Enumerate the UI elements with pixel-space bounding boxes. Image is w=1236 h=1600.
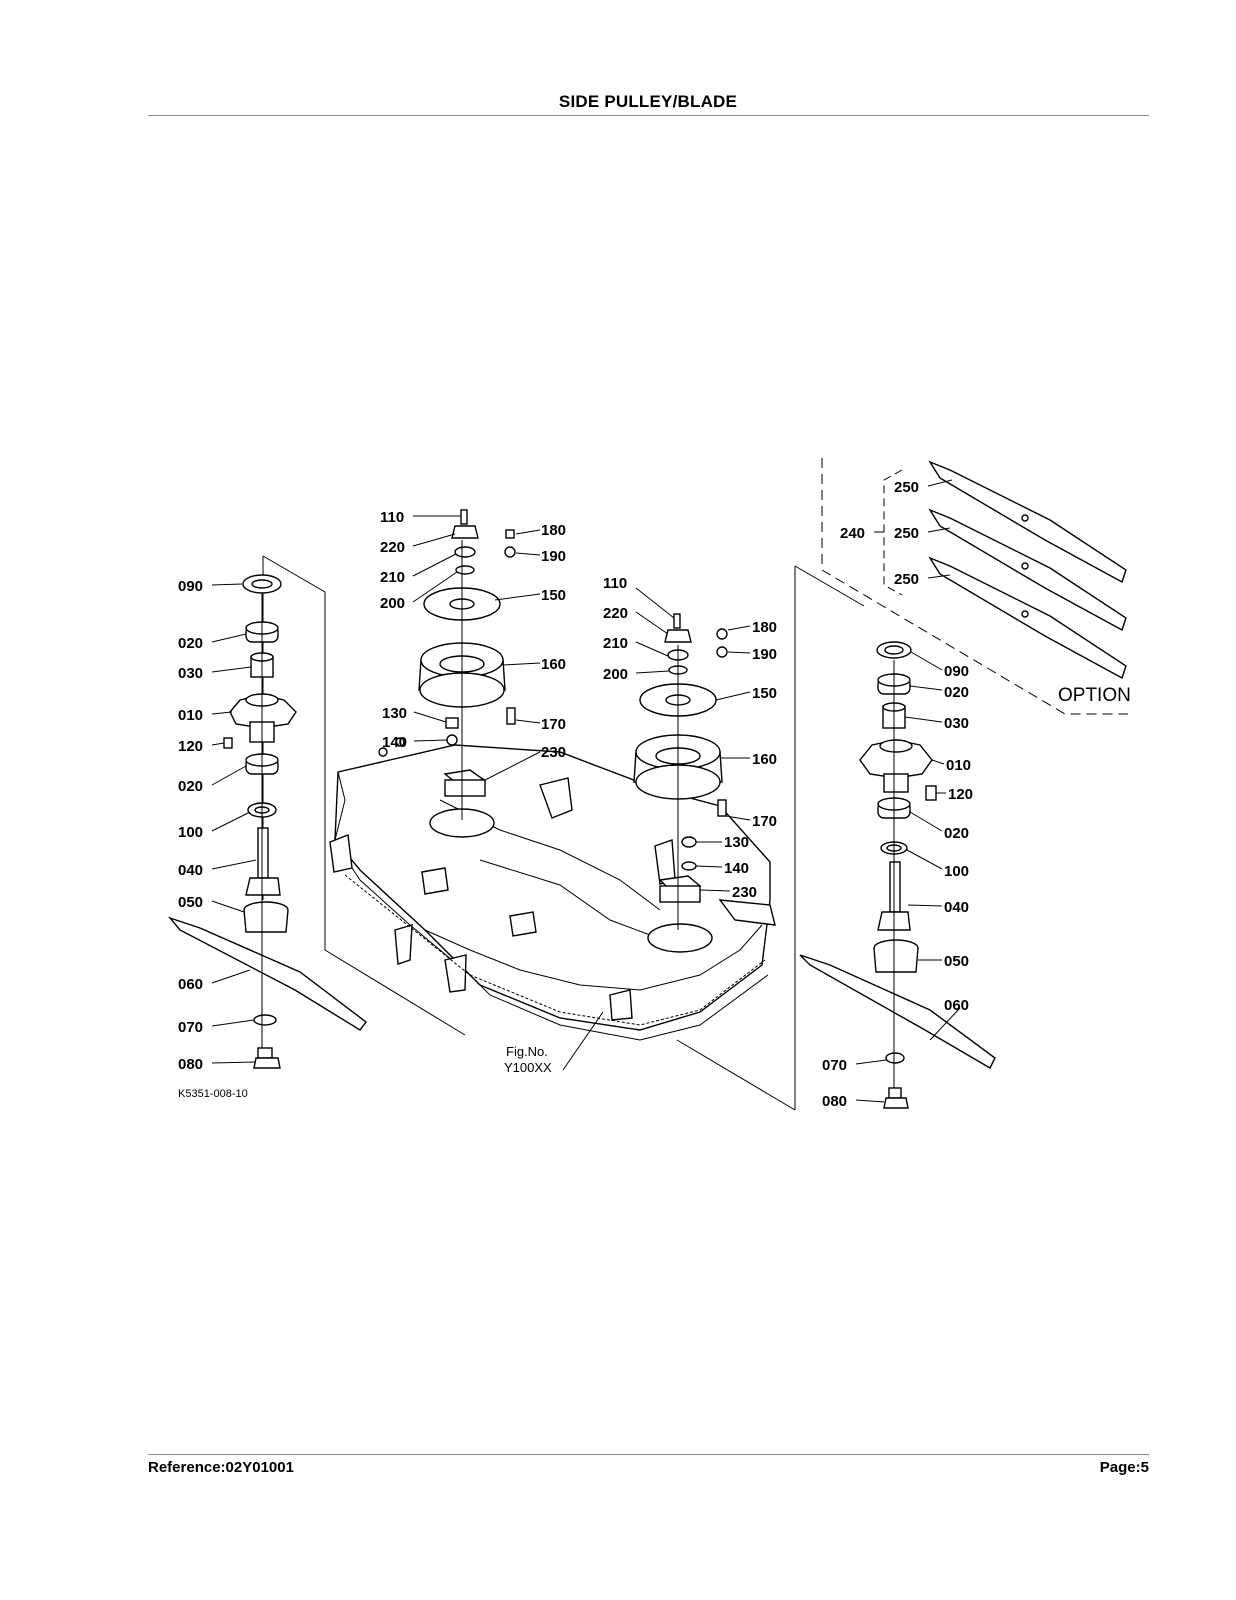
callout: 020: [944, 684, 969, 701]
callouts-center-left: 110 220 210 200 180 190 150 160 130 140 …: [380, 509, 566, 761]
callout: 070: [822, 1057, 847, 1074]
callout: 060: [944, 997, 969, 1014]
callout: 010: [178, 707, 203, 724]
callouts-option: 240 250 250 250: [840, 479, 919, 588]
right-spindle-assembly: [799, 641, 996, 1109]
left-spindle-assembly: [167, 574, 367, 1069]
callout: 080: [822, 1093, 847, 1110]
callout: 150: [541, 587, 566, 604]
fig-number-value: Y100XX: [504, 1060, 552, 1075]
header-rule: [148, 115, 1149, 116]
callout: 060: [178, 976, 203, 993]
callout: 030: [944, 715, 969, 732]
callout: 040: [178, 862, 203, 879]
callout: 140: [382, 734, 407, 751]
callout: 050: [178, 894, 203, 911]
callout: 200: [603, 666, 628, 683]
callout: 020: [944, 825, 969, 842]
center-left-pulley-assembly: [418, 509, 516, 820]
leader-lines: [211, 479, 961, 1103]
footer-rule: [148, 1454, 1149, 1455]
callout: 090: [944, 663, 969, 680]
callout: 120: [178, 738, 203, 755]
fig-number-label: Fig.No.: [506, 1044, 548, 1059]
option-label: OPTION: [1058, 685, 1131, 706]
callout: 100: [944, 863, 969, 880]
drawing-code: K5351-008-10: [178, 1088, 248, 1100]
callout: 110: [603, 575, 627, 592]
callout: 180: [541, 522, 566, 539]
callout: 250: [894, 479, 919, 496]
callout: 210: [380, 569, 405, 586]
callout: 210: [603, 635, 628, 652]
callout: 230: [732, 884, 757, 901]
callout: 190: [752, 646, 777, 663]
callouts-left: 090 020 030 010 120 020 100 040 050 060 …: [178, 578, 203, 1073]
callout: 100: [178, 824, 203, 841]
callout: 220: [380, 539, 405, 556]
callout: 250: [894, 571, 919, 588]
callout: 230: [541, 744, 566, 761]
callout: 240: [840, 525, 865, 542]
page-number: Page:5: [1099, 1459, 1149, 1476]
callout: 110: [380, 509, 404, 526]
callout: 160: [541, 656, 566, 673]
reference-label: Reference:02Y01001: [148, 1459, 294, 1476]
callout: 010: [946, 757, 971, 774]
callout: 120: [948, 786, 973, 803]
callout: 190: [541, 548, 566, 565]
callout: 200: [380, 595, 405, 612]
callout: 040: [944, 899, 969, 916]
callout: 170: [541, 716, 566, 733]
callout: 080: [178, 1056, 203, 1073]
mower-deck: [329, 737, 776, 1041]
callout: 180: [752, 619, 777, 636]
callout: 030: [178, 665, 203, 682]
center-right-pulley-assembly: [633, 613, 728, 930]
callout: 070: [178, 1019, 203, 1036]
callout: 050: [944, 953, 969, 970]
callout: 130: [724, 834, 749, 851]
callouts-right: 090 020 030 010 120 020 100 040 050 060 …: [822, 663, 973, 1110]
callout: 020: [178, 778, 203, 795]
page-title: SIDE PULLEY/BLADE: [558, 92, 738, 111]
callout: 090: [178, 578, 203, 595]
option-blades: [883, 460, 1127, 680]
callout: 020: [178, 635, 203, 652]
callout: 160: [752, 751, 777, 768]
callout: 130: [382, 705, 407, 722]
callout: 140: [724, 860, 749, 877]
callout: 150: [752, 685, 777, 702]
callout: 220: [603, 605, 628, 622]
callout: 250: [894, 525, 919, 542]
callouts-center-right: 110 220 210 200 180 190 150 160 170 130 …: [603, 575, 777, 901]
callout: 170: [752, 813, 777, 830]
